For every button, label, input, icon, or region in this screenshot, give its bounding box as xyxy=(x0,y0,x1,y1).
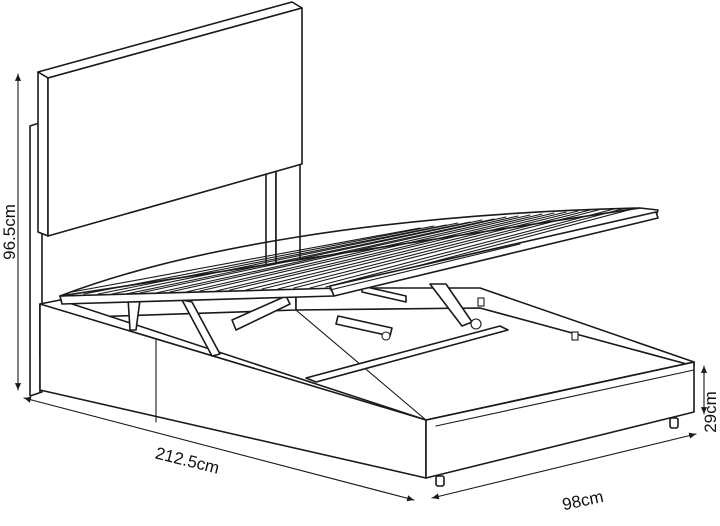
headboard xyxy=(29,1,303,397)
slatted-platform xyxy=(59,207,659,305)
length-dimension-label: 212.5cm xyxy=(153,444,221,478)
gas-lift-mechanism xyxy=(127,283,482,357)
width-dimension-label: 98cm xyxy=(561,487,606,514)
base-height-dimension-label: 29cm xyxy=(701,391,720,433)
height-dimension-label: 96.5cm xyxy=(0,204,19,260)
storage-base xyxy=(39,287,695,487)
dimension-lines xyxy=(14,73,708,502)
